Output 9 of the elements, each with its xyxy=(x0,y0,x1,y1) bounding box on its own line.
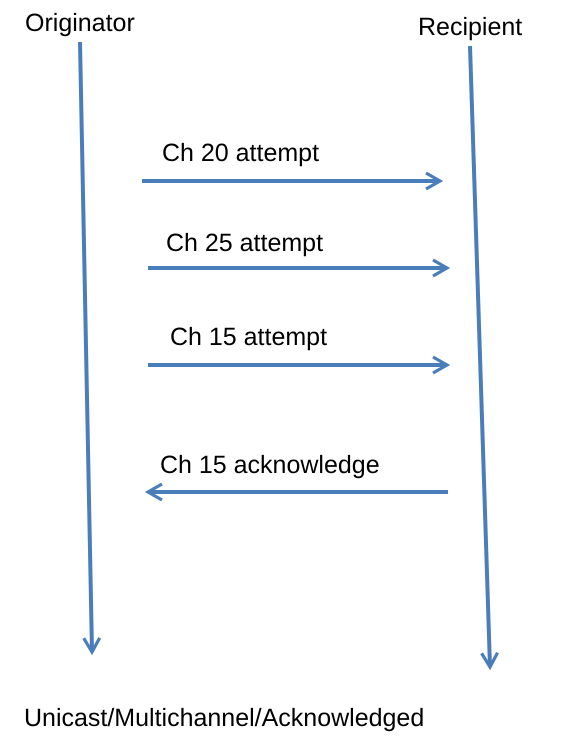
lifeline-arrow xyxy=(78,42,102,654)
message-label: Ch 15 attempt xyxy=(170,322,328,352)
lifeline-arrow xyxy=(468,46,500,669)
message-label: Ch 20 attempt xyxy=(162,138,320,168)
message-label: Ch 15 acknowledge xyxy=(160,450,380,480)
caption: Unicast/Multichannel/Acknowledged xyxy=(24,703,424,733)
lifeline-label: Recipient xyxy=(418,12,522,42)
lifeline-label: Originator xyxy=(25,8,135,38)
message-label: Ch 25 attempt xyxy=(166,228,324,258)
